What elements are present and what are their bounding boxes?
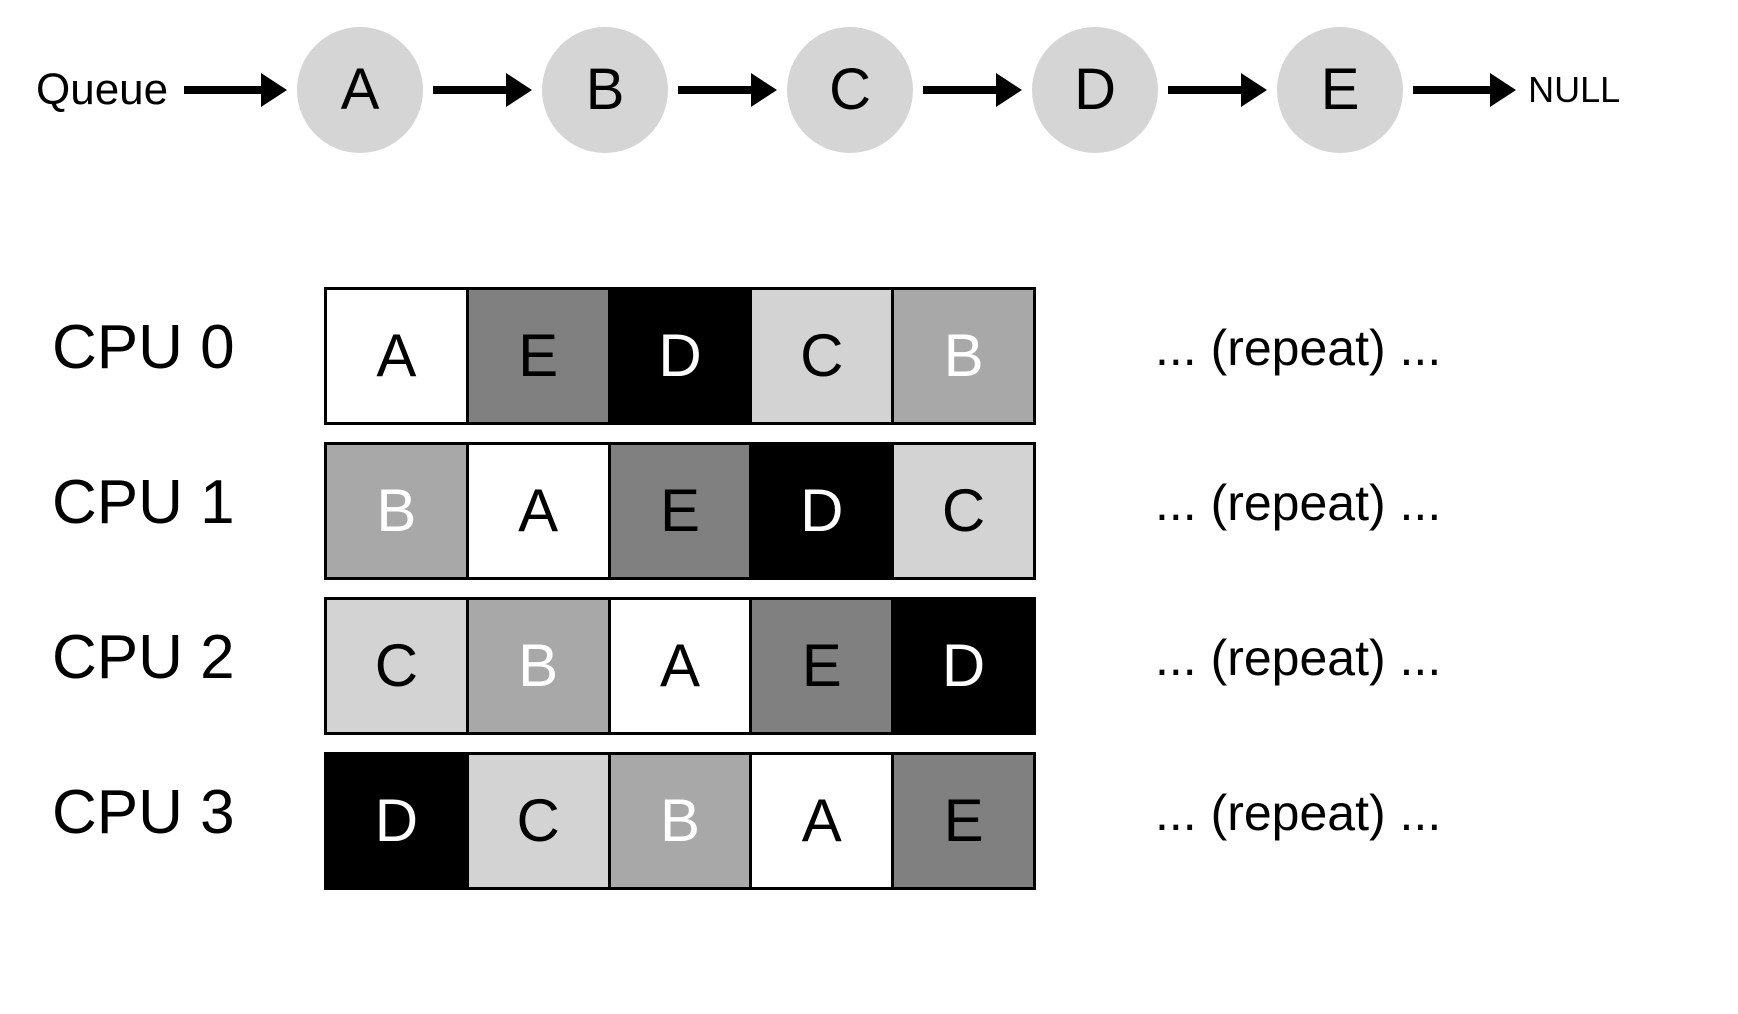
schedule-slot[interactable]: A — [610, 600, 753, 732]
schedule-slot[interactable]: E — [610, 445, 753, 577]
schedule-slot[interactable]: A — [468, 445, 611, 577]
cpu-row: CPU 0 A E D C B ... (repeat) ... — [0, 278, 1738, 433]
arrow-c-to-d — [923, 70, 1023, 110]
arrow-shaft — [923, 86, 998, 94]
schedule-slot[interactable]: B — [468, 600, 611, 732]
schedule-slot[interactable]: A — [327, 290, 469, 422]
arrow-shaft — [433, 86, 508, 94]
arrow-shaft — [184, 86, 263, 94]
arrow-head — [506, 73, 533, 107]
schedule-slot[interactable]: E — [468, 290, 611, 422]
repeat-indicator: ... (repeat) ... — [1155, 475, 1442, 531]
queue-node-label: B — [585, 57, 625, 122]
cpu-schedule-grid: CPU 0 A E D C B ... (repeat) ... CPU 1 B… — [0, 278, 1738, 898]
schedule-slot[interactable]: B — [327, 445, 469, 577]
queue-node-label: D — [1074, 57, 1117, 122]
schedule-slot[interactable]: D — [894, 600, 1033, 732]
queue-null-terminator: NULL — [1528, 69, 1621, 110]
schedule-slot[interactable]: C — [752, 290, 895, 422]
schedule-slot[interactable]: D — [327, 755, 469, 887]
arrow-queue-to-a — [184, 70, 288, 110]
queue-diagram: Queue A B C D E — [0, 0, 1738, 180]
arrow-shaft — [1413, 86, 1492, 94]
queue-node-e: E — [1277, 27, 1404, 153]
schedule-slot[interactable]: E — [894, 755, 1033, 887]
cpu-label: CPU 0 — [52, 313, 235, 382]
schedule-slot[interactable]: D — [752, 445, 895, 577]
arrow-d-to-e — [1168, 70, 1268, 110]
repeat-indicator: ... (repeat) ... — [1155, 785, 1442, 841]
arrow-head — [1241, 73, 1268, 107]
schedule-slot[interactable]: C — [327, 600, 469, 732]
schedule-slot[interactable]: B — [610, 755, 753, 887]
cpu-timeline: B A E D C — [324, 442, 1036, 580]
arrow-shaft — [678, 86, 753, 94]
arrow-head — [1490, 73, 1517, 107]
cpu-timeline: D C B A E — [324, 752, 1036, 890]
cpu-row: CPU 3 D C B A E ... (repeat) ... — [0, 743, 1738, 898]
arrow-shaft — [1168, 86, 1243, 94]
schedule-slot[interactable]: C — [468, 755, 611, 887]
queue-node-label: E — [1320, 57, 1360, 122]
schedule-slot[interactable]: C — [894, 445, 1033, 577]
cpu-timeline: C B A E D — [324, 597, 1036, 735]
queue-label: Queue — [36, 65, 169, 114]
cpu-row: CPU 1 B A E D C ... (repeat) ... — [0, 433, 1738, 588]
schedule-slot[interactable]: B — [894, 290, 1033, 422]
arrow-head — [996, 73, 1023, 107]
arrow-head — [261, 73, 288, 107]
cpu-label: CPU 2 — [52, 623, 235, 692]
queue-node-a: A — [297, 27, 424, 153]
queue-node-b: B — [542, 27, 669, 153]
arrow-b-to-c — [678, 70, 778, 110]
schedule-slot[interactable]: D — [610, 290, 753, 422]
cpu-row: CPU 2 C B A E D ... (repeat) ... — [0, 588, 1738, 743]
arrow-a-to-b — [433, 70, 533, 110]
arrow-e-to-null — [1413, 70, 1517, 110]
queue-node-label: A — [340, 57, 380, 122]
cpu-label: CPU 1 — [52, 468, 235, 537]
schedule-slot[interactable]: A — [752, 755, 895, 887]
repeat-indicator: ... (repeat) ... — [1155, 320, 1442, 376]
schedule-slot[interactable]: E — [752, 600, 895, 732]
repeat-indicator: ... (repeat) ... — [1155, 630, 1442, 686]
queue-node-d: D — [1032, 27, 1159, 153]
cpu-timeline: A E D C B — [324, 287, 1036, 425]
arrow-head — [751, 73, 778, 107]
queue-node-label: C — [829, 57, 872, 122]
cpu-label: CPU 3 — [52, 778, 235, 847]
queue-node-c: C — [787, 27, 914, 153]
